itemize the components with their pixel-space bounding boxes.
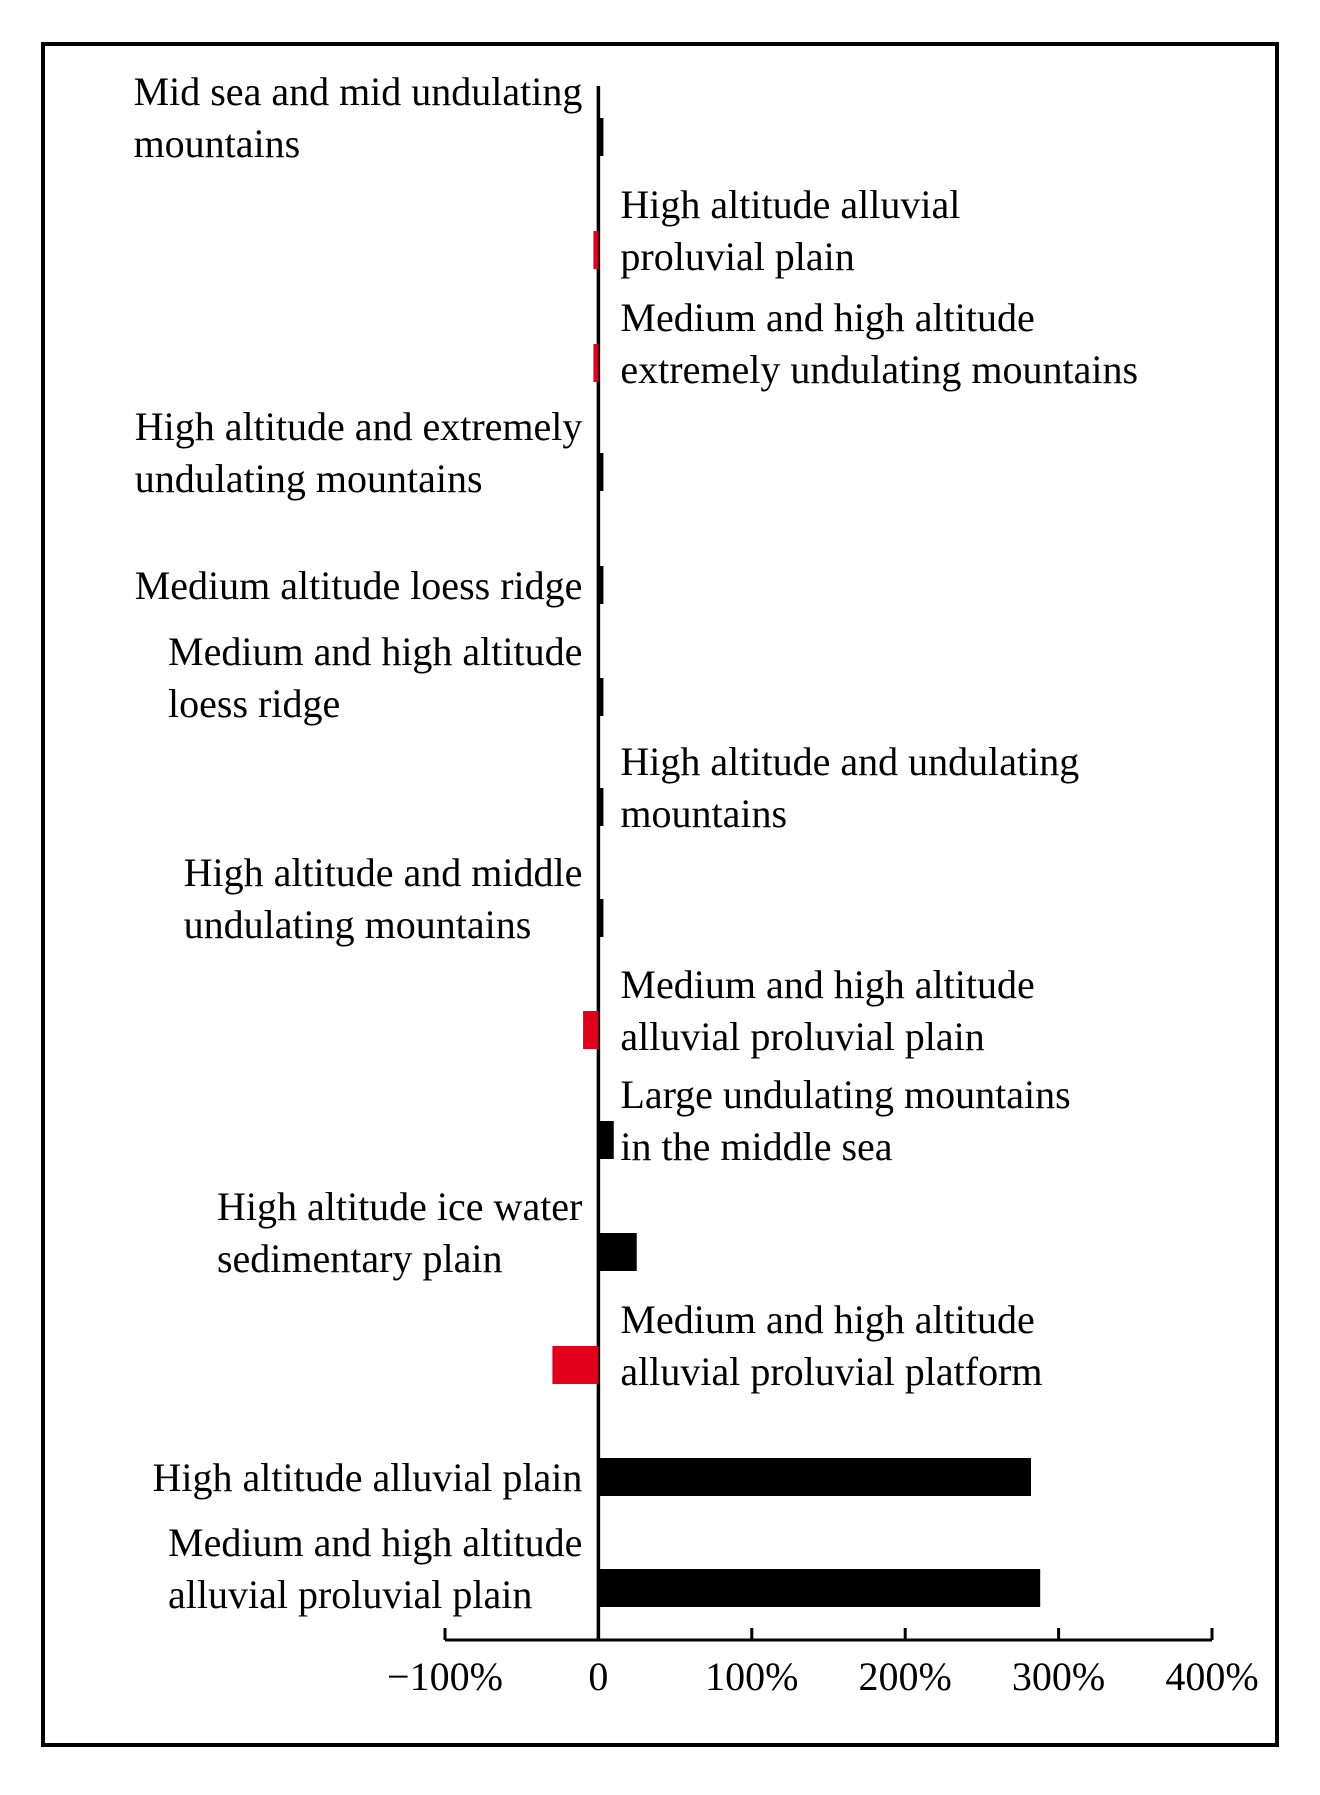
bar <box>598 453 604 491</box>
bar <box>598 678 604 716</box>
category-label: High altitude and extremely <box>135 404 583 449</box>
category-label: mountains <box>620 791 787 836</box>
category-label: alluvial proluvial plain <box>620 1014 984 1059</box>
category-label: extremely undulating mountains <box>620 347 1138 392</box>
x-tick-label: 300% <box>1012 1654 1105 1699</box>
bar <box>598 788 604 826</box>
bar <box>598 1233 637 1271</box>
category-label: sedimentary plain <box>217 1236 502 1281</box>
category-label: undulating mountains <box>135 456 483 501</box>
category-label: alluvial proluvial platform <box>620 1349 1042 1394</box>
bar <box>583 1011 599 1049</box>
category-label: High altitude alluvial plain <box>152 1455 582 1500</box>
x-tick-label: 400% <box>1165 1654 1258 1699</box>
bar <box>552 1346 599 1384</box>
chart-frame <box>41 42 1279 1747</box>
x-axis: −100% 0 100% 200% 300% 400% <box>387 1628 1259 1699</box>
category-label: Large undulating mountains <box>620 1072 1070 1117</box>
category-label: Medium and high altitude <box>168 629 582 674</box>
bar <box>598 1458 1031 1496</box>
bar <box>598 899 604 937</box>
category-labels: Mid sea and mid undulating mountainsHigh… <box>134 69 1139 1617</box>
category-label: proluvial plain <box>620 234 854 279</box>
category-label: Medium altitude loess ridge <box>135 563 583 608</box>
bar <box>593 231 599 269</box>
bar <box>598 566 604 604</box>
category-label: undulating mountains <box>184 902 532 947</box>
category-label: High altitude and undulating <box>620 739 1079 784</box>
category-label: Medium and high altitude <box>620 295 1034 340</box>
x-tick-label: −100% <box>387 1654 503 1699</box>
category-label: mountains <box>134 121 301 166</box>
category-label: High altitude alluvial <box>620 182 960 227</box>
bar <box>598 1121 614 1159</box>
category-label: in the middle sea <box>620 1124 892 1169</box>
bar <box>598 118 604 156</box>
category-label: alluvial proluvial plain <box>168 1572 532 1617</box>
x-tick-label: 0 <box>588 1654 608 1699</box>
category-label: High altitude ice water <box>217 1184 582 1229</box>
category-label: Medium and high altitude <box>168 1520 582 1565</box>
category-label: Mid sea and mid undulating <box>134 69 583 114</box>
bar <box>593 344 599 382</box>
category-label: Medium and high altitude <box>620 962 1034 1007</box>
category-label: High altitude and middle <box>184 850 583 895</box>
category-label: loess ridge <box>168 681 340 726</box>
bar <box>598 1569 1041 1607</box>
x-tick-label: 100% <box>705 1654 798 1699</box>
category-label: Medium and high altitude <box>620 1297 1034 1342</box>
bars-layer <box>552 86 1041 1640</box>
x-tick-label: 200% <box>859 1654 952 1699</box>
